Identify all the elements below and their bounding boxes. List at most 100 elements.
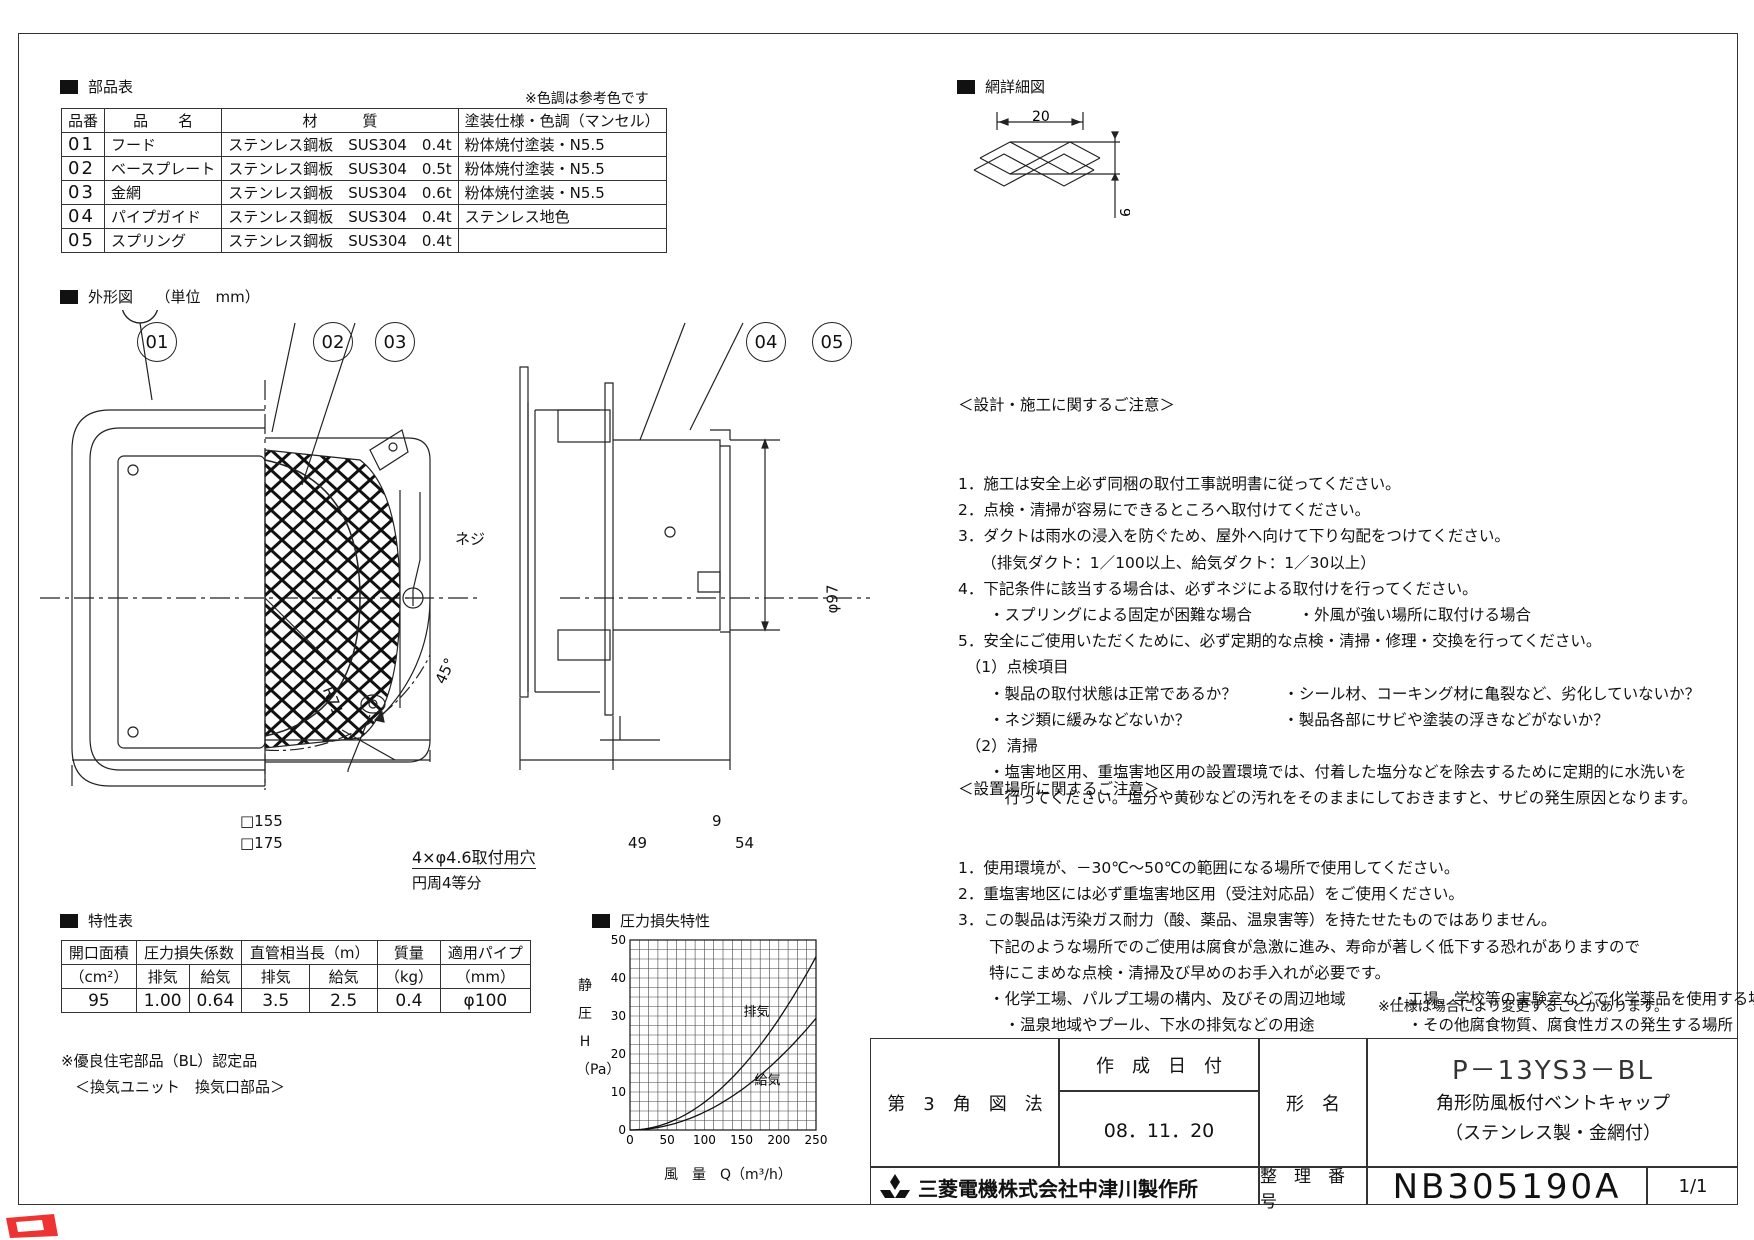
y-tick-label: 30 [611, 1009, 626, 1023]
parts-cell: ステンレス鋼板 SUS304 0.4t [221, 228, 459, 253]
parts-header-cell: 材 質 [221, 108, 459, 133]
section-marker-icon [60, 79, 78, 94]
specs-table: 開口面積 圧力損失係数 直管相当長（m） 質量 適用パイプ （cm²） 排気 給… [61, 940, 532, 1013]
location-notes: ＜設置場所に関するご注意＞ 1．使用環境が、－30℃～50℃の範囲になる場所で使… [958, 724, 1754, 1065]
dim-54-label: 54 [735, 834, 755, 852]
parts-cell: 粉体焼付塗装・N5.5 [457, 180, 667, 205]
outer-size-label: □175 [240, 834, 283, 852]
section-marker-icon [60, 913, 78, 928]
parts-cell: 01 [60, 132, 106, 157]
projection-label: 第 3 角 図 法 [887, 1094, 1043, 1115]
callout-01: 01 [137, 322, 177, 362]
outline-section-title: 外形図 （単位 mm） [60, 286, 260, 307]
note-line: 4．下記条件に該当する場合は、必ずネジによる取付けを行ってください。 [958, 579, 1478, 598]
parts-cell: 金網 [104, 180, 223, 205]
mesh-height-label: 9 [1116, 208, 1130, 217]
spec-change-note: ※仕様は場合により変更することがあります。 [1378, 999, 1669, 1015]
series-label: 排気 [743, 1004, 769, 1020]
series-label: 給気 [755, 1072, 781, 1088]
title-block [870, 1038, 1738, 1205]
x-tick-label: 200 [767, 1133, 790, 1147]
callout-03: 03 [375, 322, 415, 362]
screw-label: ネジ [455, 530, 486, 548]
y-tick-label: 10 [611, 1085, 626, 1099]
design-notes: ＜設計・施工に関するご注意＞ 1．施工は安全上必ず同梱の取付工事説明書に従ってく… [958, 340, 1700, 838]
dim-9-label: 9 [712, 812, 722, 830]
y-tick-label: 20 [611, 1047, 626, 1061]
specs-section-title: 特性表 [60, 910, 133, 931]
note-line: 1．使用環境が、－30℃～50℃の範囲になる場所で使用してください。 [958, 859, 1460, 878]
mesh-detail-drawing: 20 9 [973, 109, 1130, 218]
callout-01 [122, 310, 158, 324]
mesh-section-title: 網詳細図 [957, 76, 1045, 97]
x-tick-label: 250 [805, 1133, 828, 1147]
series-line-0 [629, 956, 817, 1131]
note-line: ・化学工場、パルプ工場の構内、及びその周辺地域 ・工場、学校等の実験室などで化学… [958, 990, 1754, 1009]
inner-size-label: □155 [240, 812, 283, 830]
parts-cell: 05 [60, 228, 106, 253]
x-tick-label: 0 [626, 1133, 634, 1147]
parts-cell: ステンレス鋼板 SUS304 0.6t [221, 180, 459, 205]
design-notes-heading: ＜設計・施工に関するご注意＞ [958, 396, 1176, 415]
section-marker-icon [60, 289, 78, 304]
x-tick-label: 50 [660, 1133, 675, 1147]
section-marker-icon [957, 79, 975, 94]
parts-header-cell: 塗装仕様・色調（マンセル） [457, 108, 667, 133]
parts-cell: ステンレス鋼板 SUS304 0.5t [221, 156, 459, 181]
ref-number: NB305190A [1392, 1166, 1622, 1207]
parts-cell: ステンレス鋼板 SUS304 0.4t [221, 204, 459, 229]
color-note: ※色調は参考色です [525, 91, 649, 107]
note-line: （1）点検項目 [958, 658, 1069, 677]
chart-xlabel: 風 量 Q（m³/h） [664, 1167, 792, 1183]
parts-cell: 粉体焼付塗装・N5.5 [457, 156, 667, 181]
model-name-label: 形 名 [1286, 1094, 1340, 1115]
company-block: 三菱電機株式会社中津川製作所 [878, 1172, 1258, 1202]
ref-number-label: 整 理 番 号 [1260, 1166, 1362, 1212]
parts-cell: 04 [60, 204, 106, 229]
mesh-width-label: 20 [1032, 109, 1050, 125]
company-name: 三菱電機株式会社中津川製作所 [918, 1176, 1198, 1201]
parts-cell: ベースプレート [104, 156, 223, 181]
product-description: 角形防風板付ベントキャップ [1436, 1093, 1670, 1114]
note-line: ・塩害地区用、重塩害地区用の設置環境では、付着した塩分などを除去するために定期的… [958, 763, 1687, 782]
note-line: 2．点検・清掃が容易にできるところへ取付けてください。 [958, 501, 1371, 520]
sheet-number: 1/1 [1678, 1176, 1708, 1197]
plot-area [629, 939, 817, 1131]
x-tick-label: 150 [730, 1133, 753, 1147]
parts-header-cell: 品 名 [104, 108, 223, 133]
parts-cell: ステンレス鋼板 SUS304 0.4t [221, 132, 459, 157]
note-line: 行ってください。塩分や黄砂などの汚れをそのままにしておきますと、サビの発生原因と… [958, 789, 1698, 808]
parts-cell [457, 228, 667, 253]
y-tick-label: 0 [618, 1123, 626, 1137]
parts-cell: パイプガイド [104, 204, 223, 229]
stamp-icon [6, 1214, 58, 1238]
dim-49-label: 49 [628, 834, 648, 852]
series-line-1 [630, 1017, 817, 1131]
note-line: 3．ダクトは雨水の浸入を防ぐため、屋外へ向けて下り勾配をつけてください。 [958, 527, 1510, 546]
chart-ylabel: 静 圧 H （Pa） [576, 978, 621, 1078]
bl-sub-note: ＜換気ユニット 換気口部品＞ [75, 1078, 286, 1096]
note-line: ・スプリングによる固定が困難な場合 ・外風が強い場所に取付ける場合 [958, 606, 1532, 625]
note-line: 3．この製品は汚染ガス耐力（酸、薬品、温泉害等）を持たせたものではありません。 [958, 911, 1557, 930]
mitsubishi-logo-icon [880, 1174, 910, 1198]
holes-label: 4×φ4.6取付用穴 [412, 844, 536, 869]
parts-cell: 02 [60, 156, 106, 181]
note-line: 5．安全にご使用いただくために、必ず定期的な点検・清掃・修理・交換を行ってくださ… [958, 632, 1602, 651]
chart-section-title: 圧力損失特性 [592, 910, 710, 931]
callout-05: 05 [812, 322, 852, 362]
parts-section-title: 部品表 [60, 76, 133, 97]
x-tick-label: 100 [693, 1133, 716, 1147]
note-line: 特にこまめな点検・清掃及び早めのお手入れが必要です。 [958, 963, 1391, 982]
outline-drawing [40, 310, 870, 790]
date-label: 作 成 日 付 [1096, 1056, 1222, 1077]
parts-cell: 03 [60, 180, 106, 205]
callout-04: 04 [746, 322, 786, 362]
y-tick-label: 40 [611, 971, 626, 985]
